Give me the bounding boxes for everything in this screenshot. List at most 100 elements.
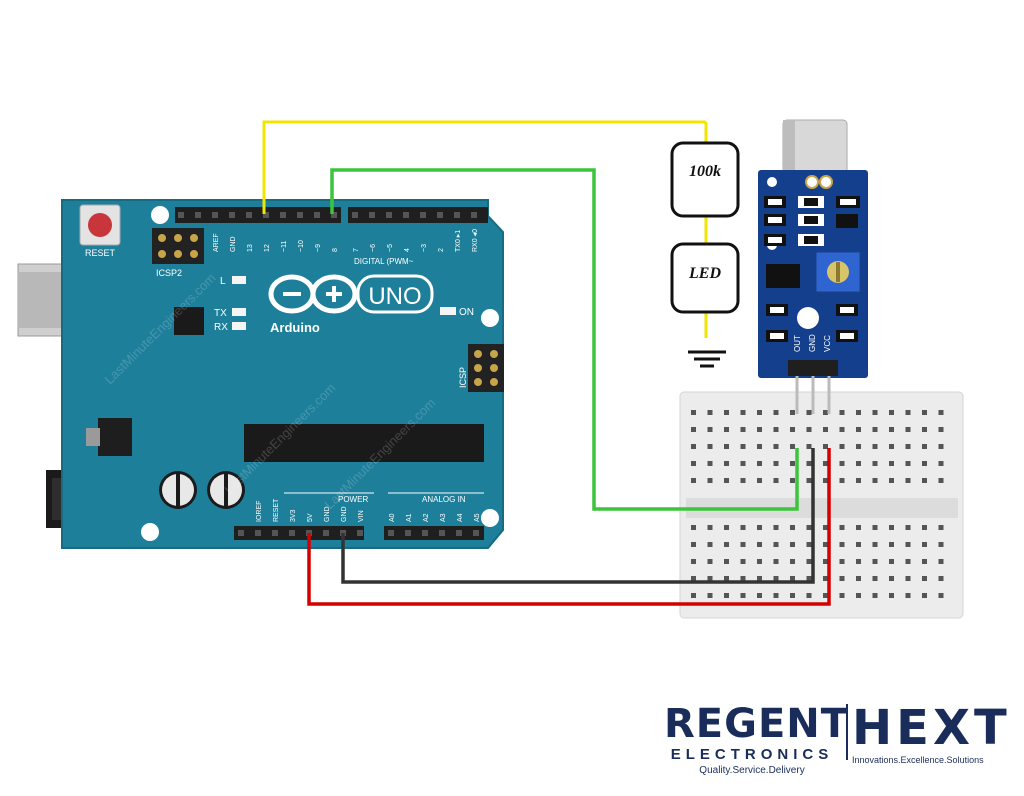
breadboard-hole [856, 427, 861, 432]
breadboard-hole [691, 427, 696, 432]
breadboard-hole [773, 410, 779, 415]
breadboard-hole [922, 461, 927, 466]
arduino-logo [268, 274, 434, 314]
breadboard-hole [740, 478, 746, 483]
breadboard-hole [757, 478, 762, 483]
arduino-brand-text: Arduino [270, 320, 320, 335]
breadboard-hole [856, 461, 861, 466]
breadboard-hole [889, 525, 894, 530]
resistor-led-chain: 100k LED [670, 122, 740, 368]
breadboard-hole [806, 593, 812, 598]
header-pin [437, 212, 443, 218]
regent-logo: REGENT ELECTRONICS Quality.Service.Deliv… [664, 701, 850, 782]
breadboard-hole [806, 427, 812, 432]
breadboard-hole [872, 410, 878, 415]
breadboard-hole [905, 559, 911, 564]
breadboard-hole [889, 461, 894, 466]
breadboard-hole [856, 444, 861, 449]
header-pin [471, 212, 477, 218]
regent-tagline: Quality.Service.Delivery [699, 765, 805, 776]
digital-pin-label: ~5 [387, 244, 394, 252]
uno-logo-text: UNO [368, 283, 421, 310]
breadboard-hole [790, 542, 795, 547]
tx-label: TX [214, 308, 227, 319]
breadboard-hole [757, 427, 762, 432]
breadboard-hole [790, 461, 795, 466]
reset-button [79, 204, 121, 246]
breadboard-hole [905, 478, 911, 483]
header-pin [212, 212, 218, 218]
breadboard-hole [889, 410, 894, 415]
breadboard-hole [856, 542, 861, 547]
breadboard-hole [839, 542, 845, 547]
breadboard-hole [724, 542, 729, 547]
breadboard-hole [872, 542, 878, 547]
header-pin [195, 212, 201, 218]
breadboard-hole [691, 559, 696, 564]
breadboard-hole [707, 478, 713, 483]
breadboard-hole [691, 593, 696, 598]
breadboard-hole [856, 525, 861, 530]
header-pin [357, 530, 363, 536]
breadboard-hole [757, 444, 762, 449]
breadboard-hole [889, 559, 894, 564]
breadboard-hole [691, 444, 696, 449]
breadboard-hole [806, 461, 812, 466]
sound-sensor-module: OUT GND VCC [758, 119, 868, 414]
breadboard-hole [724, 525, 729, 530]
digital-pin-label: ~3 [421, 244, 428, 252]
sensor-gnd-label: GND [808, 334, 817, 352]
capacitors [159, 471, 245, 509]
digital-pin-label: 4 [404, 248, 411, 252]
breadboard-hole [740, 444, 746, 449]
digital-pin-label: 8 [332, 248, 339, 252]
breadboard-hole [707, 410, 713, 415]
breadboard-hole [724, 461, 729, 466]
regent-wordmark: REGENT [664, 701, 850, 747]
breadboard-hole [905, 593, 911, 598]
header-pin [246, 212, 252, 218]
sensor-vcc-label: VCC [823, 335, 832, 352]
breadboard-hole [823, 444, 828, 449]
breadboard-hole [806, 576, 812, 581]
breadboard-hole [823, 461, 828, 466]
breadboard-hole [856, 593, 861, 598]
breadboard-hole [740, 593, 746, 598]
breadboard-hole [922, 525, 927, 530]
header-pin [255, 530, 261, 536]
breadboard-hole [889, 427, 894, 432]
breadboard-hole [691, 461, 696, 466]
breadboard-hole [790, 576, 795, 581]
digital-pin-label: GND [230, 236, 237, 252]
l-label: L [220, 276, 226, 287]
power-pin-label: A2 [423, 513, 430, 522]
breadboard-hole [707, 559, 713, 564]
breadboard-hole [839, 461, 845, 466]
breadboard-hole [938, 444, 944, 449]
header-pin [456, 530, 462, 536]
breadboard-hole [691, 525, 696, 530]
breadboard-hole [740, 410, 746, 415]
power-pin-label: A4 [457, 513, 464, 522]
power-label: POWER [338, 495, 368, 504]
breadboard-hole [790, 559, 795, 564]
breadboard-hole [757, 461, 762, 466]
on-label: ON [459, 307, 474, 318]
digital-pin-label: AREF [213, 233, 220, 252]
digital-header [175, 207, 488, 223]
breadboard-hole [790, 593, 795, 598]
on-led [440, 307, 456, 315]
breadboard-hole [740, 461, 746, 466]
breadboard-hole [707, 576, 713, 581]
breadboard-hole [856, 576, 861, 581]
breadboard-hole [938, 559, 944, 564]
breadboard-hole [724, 427, 729, 432]
header-pin [405, 530, 411, 536]
digital-pin-label: ~10 [298, 240, 305, 252]
breadboard-hole [806, 525, 812, 530]
icsp-label: ICSP [458, 367, 468, 388]
breadboard-hole [922, 478, 927, 483]
breadboard-hole [905, 576, 911, 581]
